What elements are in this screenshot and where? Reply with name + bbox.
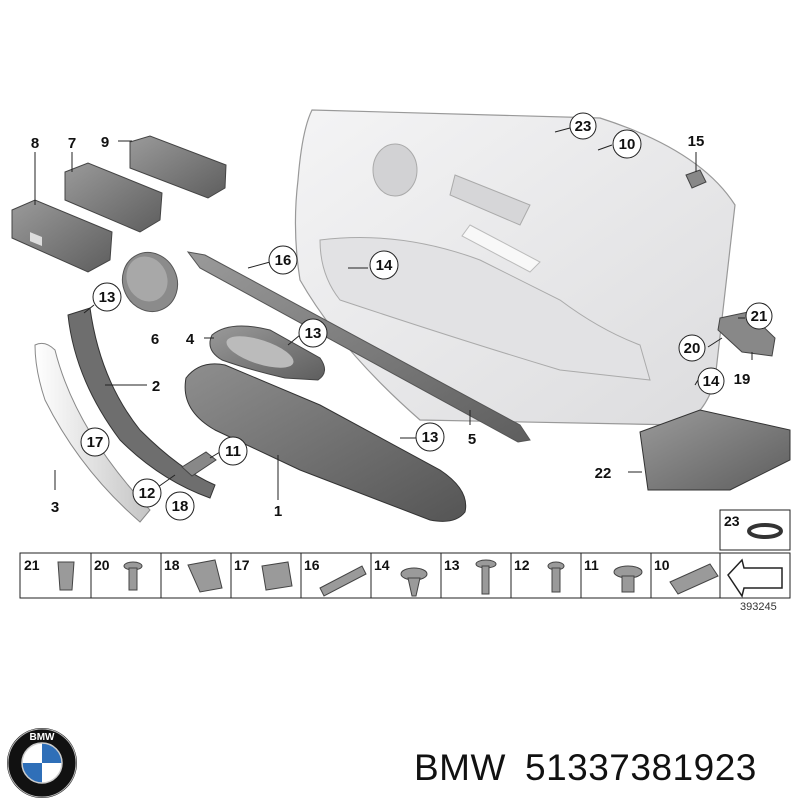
callout-label: 13	[305, 325, 322, 342]
callout-label: 19	[734, 371, 751, 388]
callout-label: 21	[751, 308, 768, 325]
parts-table: 23 21 20 18 17 16 14 13 12 11 10	[19, 509, 791, 613]
screw-icon	[123, 561, 143, 591]
fold-arrow-icon	[727, 558, 783, 598]
plastic-clip-icon	[261, 561, 293, 591]
callout-label: 5	[468, 431, 476, 448]
speaker-cover-shape	[121, 252, 179, 312]
callout-label: 16	[275, 252, 292, 269]
leader-lines	[34, 127, 753, 500]
bolt-icon	[547, 561, 565, 593]
part-cell-label: 21	[24, 557, 40, 573]
door-handle-shape	[209, 325, 325, 381]
push-rivet-icon	[400, 567, 428, 597]
part-cell-label: 20	[94, 557, 110, 573]
push-nut-15-shape	[685, 169, 707, 189]
callout-label: 13	[422, 429, 439, 446]
washer-cell-label: 23	[724, 513, 740, 529]
callout-label: 6	[151, 331, 159, 348]
callout-label: 7	[68, 135, 76, 152]
callout-label: 23	[575, 118, 592, 135]
callout-label: 10	[619, 136, 636, 153]
switch-bezels-shape	[11, 135, 227, 273]
clip-nut-icon	[57, 561, 75, 591]
spring-clip-icon	[187, 559, 223, 593]
fastener-strip-icon	[669, 563, 719, 595]
armrest-shape	[184, 363, 467, 522]
trim-strip-shape	[186, 251, 531, 443]
callout-label: 20	[684, 340, 701, 357]
callout-label: 8	[31, 135, 39, 152]
reference-number: 393245	[740, 601, 777, 613]
callout-label: 17	[87, 434, 104, 451]
callout-label: 15	[688, 133, 705, 150]
callouts: 8 7 9 23 10 15 13 6 4 16 14 13 21 20 19 …	[31, 112, 773, 521]
part-cell-label: 12	[514, 557, 530, 573]
bmw-logo-icon: BMW	[7, 728, 77, 798]
logo-lettering: BMW	[30, 732, 56, 743]
washer-screw-icon	[613, 565, 643, 593]
callout-label: 3	[51, 499, 59, 516]
callout-label: 11	[225, 443, 241, 460]
expansion-rivet-icon	[319, 565, 367, 597]
footer: BMW BMW 51337381923	[0, 705, 800, 800]
callout-label: 22	[595, 465, 612, 482]
washer-icon	[747, 523, 783, 539]
part-cell-label: 10	[654, 557, 670, 573]
callout-label: 12	[139, 485, 156, 502]
trim-cover-shape	[34, 342, 151, 523]
callout-label: 2	[152, 378, 160, 395]
pin-11-shape	[181, 451, 217, 477]
callout-label: 4	[186, 331, 195, 348]
bracket-shape	[639, 409, 791, 491]
callout-label: 18	[172, 498, 189, 515]
carrier-frame-shape	[67, 307, 216, 499]
part-cell-label: 14	[374, 557, 390, 573]
door-panel-shape	[294, 109, 736, 426]
part-cell-label: 16	[304, 557, 320, 573]
callout-label: 14	[703, 373, 720, 390]
callout-label: 1	[274, 503, 282, 520]
part-cell-label: 11	[584, 557, 599, 573]
part-cell-label: 13	[444, 557, 460, 573]
callout-label: 14	[376, 257, 393, 274]
callout-label: 13	[99, 289, 116, 306]
callout-label: 9	[101, 134, 109, 151]
part-number: 51337381923	[525, 747, 757, 788]
brand-name: BMW	[414, 747, 506, 788]
part-cell-label: 17	[234, 557, 250, 573]
part-cell-label: 18	[164, 557, 180, 573]
tapping-screw-icon	[475, 559, 497, 595]
